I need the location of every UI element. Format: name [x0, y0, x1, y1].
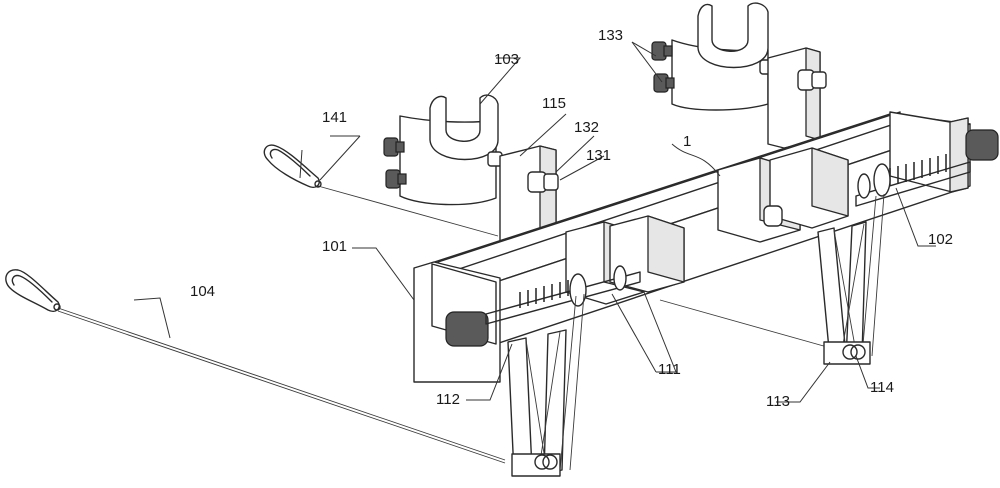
label-131: 131: [586, 147, 611, 164]
label-103: 103: [494, 51, 519, 68]
label-113: 113: [766, 393, 790, 410]
hook-104: [5, 269, 61, 312]
left-leg-112: [507, 293, 585, 477]
right-leg-113: [817, 193, 885, 365]
front-clamp-133: [651, 2, 775, 111]
middle-block-1: [717, 147, 849, 243]
hook-141: [263, 144, 322, 188]
label-1: 1: [683, 133, 691, 150]
right-screw-spring: [855, 129, 999, 207]
left-screw-spring: [445, 265, 641, 347]
label-115: 115: [542, 95, 566, 112]
label-111: 111: [658, 361, 681, 378]
label-141: 141: [322, 109, 347, 126]
reference-numerals: 1 101 102 103 104 111 112 113 114 115 13…: [190, 27, 953, 410]
label-133: 133: [598, 27, 623, 44]
leader-lines: [133, 41, 936, 403]
upright-plate-rear: [499, 145, 559, 251]
label-101: 101: [322, 238, 347, 255]
label-104: 104: [190, 283, 215, 300]
rear-clamp-103: [383, 94, 503, 206]
label-132: 132: [574, 119, 599, 136]
label-114: 114: [870, 379, 894, 396]
cables: [57, 185, 846, 464]
upright-plate-front: [767, 47, 827, 149]
label-112: 112: [436, 391, 460, 408]
label-102: 102: [928, 231, 953, 248]
